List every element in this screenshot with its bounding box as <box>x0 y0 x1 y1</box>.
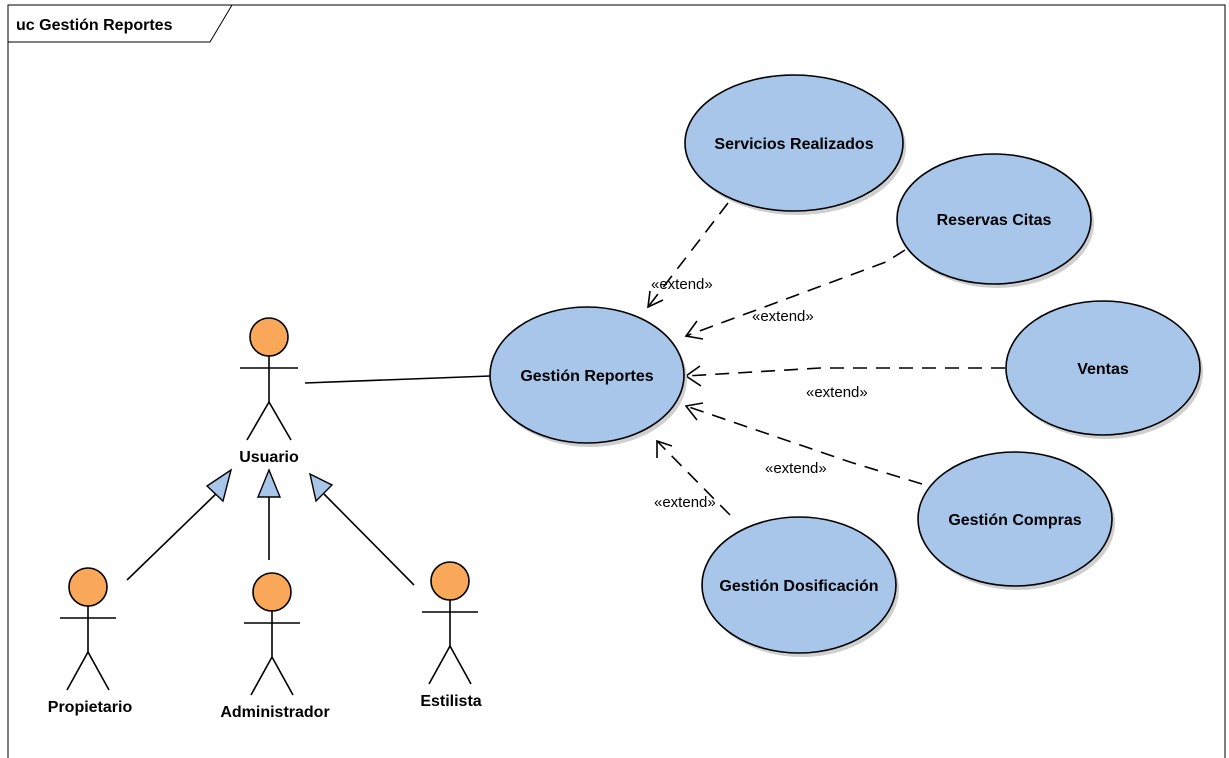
actor-administrador[interactable]: Administrador <box>220 572 330 721</box>
actor-head <box>68 567 108 607</box>
actor-label-usuario: Usuario <box>239 449 299 466</box>
use-case-gestion-compras[interactable]: Gestión Compras <box>917 451 1115 590</box>
actor-usuario[interactable]: Usuario <box>239 317 299 466</box>
generalization-propietario <box>126 468 233 581</box>
extend-label: «extend» <box>806 384 868 401</box>
extend-label: «extend» <box>752 308 814 325</box>
extend-ventas: «extend» <box>684 365 1005 401</box>
actor-head <box>252 572 292 612</box>
extend-label: «extend» <box>765 460 827 477</box>
actor-estilista[interactable]: Estilista <box>420 561 482 710</box>
extend-gestion-compras: «extend» <box>684 402 923 485</box>
association-usuario-gestion-reportes <box>304 375 491 384</box>
frame-tab <box>8 4 233 43</box>
use-case-gestion-reportes[interactable]: Gestión Reportes <box>489 306 687 447</box>
use-case-label: Gestión Reportes <box>520 368 653 385</box>
extend-gestion-dosificacion: «extend» <box>654 439 731 516</box>
use-case-servicios-realizados[interactable]: Servicios Realizados <box>684 74 906 215</box>
use-case-label: Ventas <box>1077 361 1129 378</box>
extend-label: «extend» <box>651 276 713 293</box>
diagram-frame: uc Gestión Reportes <box>7 4 1226 758</box>
use-case-ventas[interactable]: Ventas <box>1005 300 1203 439</box>
use-case-gestion-dosificacion[interactable]: Gestión Dosificación <box>701 516 899 657</box>
frame-title: uc Gestión Reportes <box>16 17 173 34</box>
actor-label-estilista: Estilista <box>420 693 481 710</box>
extend-reservas-citas: «extend» <box>684 249 906 340</box>
use-case-reservas-citas[interactable]: Reservas Citas <box>896 153 1094 288</box>
actor-label-propietario: Propietario <box>48 699 133 716</box>
extend-servicios-realizados: «extend» <box>647 202 729 309</box>
extend-label: «extend» <box>654 494 716 511</box>
use-case-label: Reservas Citas <box>937 212 1052 229</box>
generalization-estilista <box>308 472 415 586</box>
use-case-label: Gestión Compras <box>948 512 1081 529</box>
actor-head <box>249 317 289 357</box>
actor-propietario[interactable]: Propietario <box>48 567 133 716</box>
actor-head <box>430 561 470 601</box>
use-case-label: Gestión Dosificación <box>719 578 878 595</box>
generalization-administrador <box>256 468 282 560</box>
actor-label-administrador: Administrador <box>220 704 329 721</box>
use-case-label: Servicios Realizados <box>714 136 873 153</box>
